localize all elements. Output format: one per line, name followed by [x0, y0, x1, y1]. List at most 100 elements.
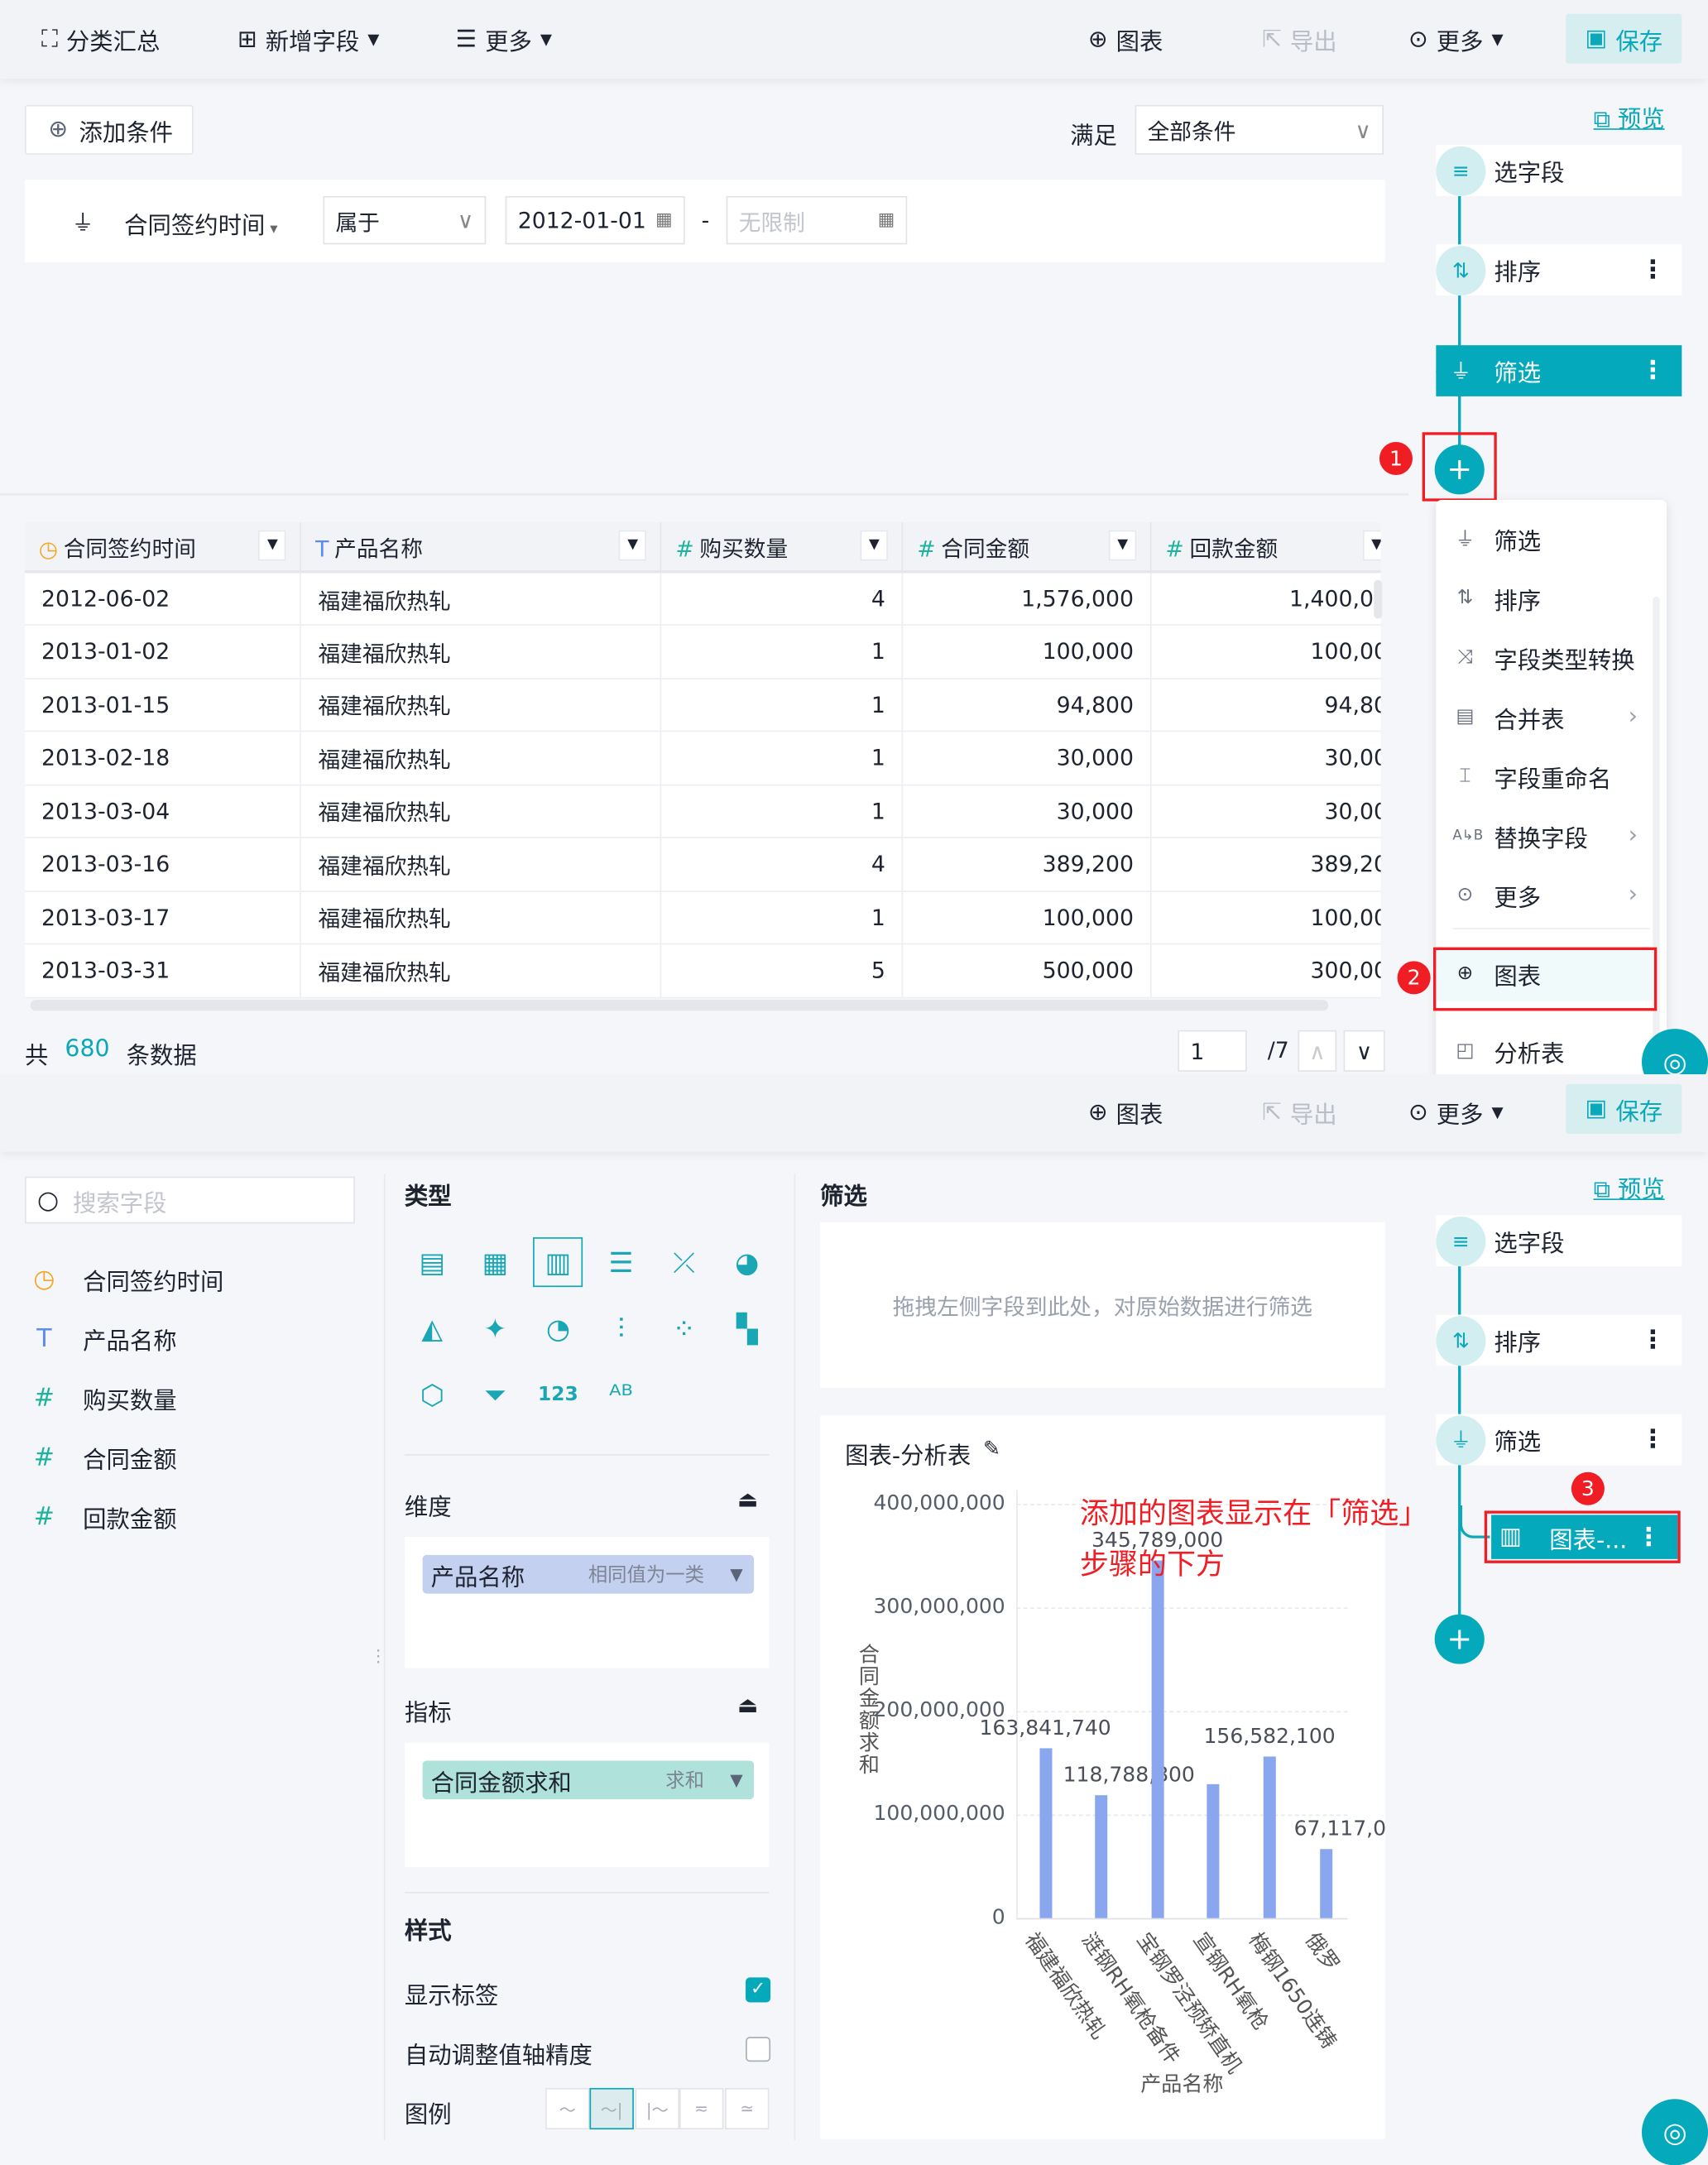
field-item[interactable]: ◷合同签约时间	[31, 1262, 223, 1296]
add-step-button[interactable]: +	[1434, 1614, 1485, 1664]
step-sort[interactable]: ⇅排序⋮	[1436, 244, 1682, 296]
bar[interactable]	[1151, 1559, 1164, 1918]
pie-chart-icon[interactable]: ◕	[735, 1246, 760, 1279]
add-field-button[interactable]: ⊞新增字段▼	[237, 25, 380, 57]
more-vertical-icon[interactable]: ⋮	[1640, 1325, 1666, 1355]
more-vertical-icon[interactable]: ⋮	[1640, 1424, 1666, 1455]
export-button[interactable]: ⇱导出	[1262, 1098, 1337, 1130]
vertical-scrollbar[interactable]	[1374, 579, 1383, 619]
field-item[interactable]: #购买数量	[31, 1381, 177, 1415]
column-header[interactable]: #合同金额▼	[902, 521, 1152, 574]
bar[interactable]	[1263, 1755, 1276, 1918]
chart-button[interactable]: ⊕图表	[1087, 25, 1163, 57]
next-page-button[interactable]: ∨	[1343, 1030, 1385, 1072]
auto-precision-checkbox[interactable]	[746, 2037, 771, 2062]
operator-select[interactable]: 属于∨	[323, 195, 487, 245]
column-header[interactable]: ◷合同签约时间▼	[25, 521, 302, 574]
preview-link[interactable]: ⧉ 预览	[1593, 106, 1665, 134]
column-chart-icon[interactable]: ▥	[533, 1237, 583, 1288]
chart-button[interactable]: ⊕图表	[1087, 1098, 1163, 1130]
menu-item-chart[interactable]: ⊕图表	[1436, 945, 1658, 1001]
line-chart-icon[interactable]: ⤫	[673, 1246, 695, 1279]
step-chart[interactable]: ▥图表-...⋮	[1491, 1515, 1678, 1559]
gauge-icon[interactable]: ◔	[545, 1312, 570, 1346]
resize-handle[interactable]: ⋮	[370, 1645, 387, 1666]
start-date-input[interactable]: 2012-01-01▦	[505, 195, 685, 245]
menu-scrollbar[interactable]	[1653, 596, 1660, 1067]
table-icon[interactable]: ▤	[419, 1246, 446, 1279]
page-input[interactable]: 1	[1178, 1030, 1247, 1072]
more-vertical-icon[interactable]: ⋮	[1636, 1522, 1662, 1552]
column-header[interactable]: #回款金额▼	[1150, 521, 1381, 574]
save-button[interactable]: ▣保存	[1566, 13, 1682, 64]
customer-service-button[interactable]: ◎	[1641, 2099, 1708, 2165]
step-filter[interactable]: ⏚筛选⋮	[1436, 1414, 1682, 1466]
kpi-icon[interactable]: 123	[538, 1383, 578, 1406]
column-menu-icon[interactable]: ▼	[860, 529, 889, 560]
add-step-button[interactable]: +	[1434, 444, 1485, 495]
field-item[interactable]: #回款金额	[31, 1500, 177, 1534]
column-header[interactable]: #购买数量▼	[660, 521, 904, 574]
column-menu-icon[interactable]: ▼	[1362, 529, 1381, 560]
combo-chart-icon[interactable]: ⫶	[617, 1312, 625, 1346]
step-filter[interactable]: ⏚筛选⋮	[1436, 345, 1682, 396]
clear-icon[interactable]: ⏏	[737, 1486, 759, 1513]
show-labels-checkbox[interactable]: ✓	[746, 1977, 771, 2003]
legend-right-button[interactable]: 〜|	[589, 2087, 634, 2129]
dimension-pill[interactable]: 产品名称相同值为一类▼	[422, 1554, 755, 1594]
legend-none-button[interactable]: 〜	[545, 2087, 590, 2129]
more-vertical-icon[interactable]: ⋮	[1640, 255, 1666, 285]
clear-icon[interactable]: ⏏	[737, 1692, 759, 1718]
bar[interactable]	[1207, 1783, 1220, 1918]
map-icon[interactable]: ✦	[483, 1312, 507, 1346]
bar[interactable]	[1095, 1795, 1108, 1918]
menu-item-sort[interactable]: ⇅排序	[1436, 570, 1657, 626]
step-sort[interactable]: ⇅排序⋮	[1436, 1314, 1682, 1366]
column-menu-icon[interactable]: ▼	[1108, 529, 1137, 560]
bar-chart-icon[interactable]: ☰	[608, 1246, 634, 1279]
legend-bottom-button[interactable]: ≃	[725, 2087, 770, 2129]
area-chart-icon[interactable]: ◭	[421, 1312, 444, 1346]
menu-item-type-convert[interactable]: ⤨字段类型转换	[1436, 630, 1657, 685]
funnel-icon[interactable]: ⏷	[484, 1378, 506, 1412]
column-menu-icon[interactable]: ▼	[618, 529, 647, 560]
satisfy-select[interactable]: 全部条件∨	[1135, 104, 1384, 155]
save-button[interactable]: ▣保存	[1566, 1083, 1682, 1134]
more-left-button[interactable]: ☰更多▼	[455, 25, 552, 57]
field-search-input[interactable]: ○搜索字段	[25, 1176, 355, 1224]
treemap-icon[interactable]: ▚	[736, 1312, 758, 1346]
caret-down-icon[interactable]: ▼	[730, 1770, 743, 1790]
step-select-fields[interactable]: ≡选字段	[1436, 1215, 1682, 1267]
cross-table-icon[interactable]: ▦	[482, 1246, 509, 1279]
column-menu-icon[interactable]: ▼	[258, 529, 287, 560]
menu-item-more[interactable]: ⊙更多›	[1436, 867, 1657, 923]
edit-icon[interactable]: ✎	[983, 1436, 1001, 1462]
more-right-button[interactable]: ⊙更多▼	[1408, 25, 1504, 57]
end-date-input[interactable]: 无限制▦	[726, 195, 908, 245]
horizontal-scrollbar[interactable]	[30, 1000, 1329, 1011]
word-cloud-icon[interactable]: ᴬᴮ	[609, 1378, 633, 1412]
scatter-icon[interactable]: ⁘	[672, 1312, 696, 1346]
group-summary-button[interactable]: ⛶分类汇总	[41, 25, 161, 57]
bar[interactable]	[1039, 1748, 1052, 1918]
menu-item-analysis-table[interactable]: ◰分析表	[1436, 1023, 1657, 1078]
menu-item-filter[interactable]: ⏚筛选	[1436, 511, 1657, 566]
preview-link[interactable]: ⧉ 预览	[1593, 1176, 1665, 1205]
more-button[interactable]: ⊙更多▼	[1408, 1098, 1504, 1130]
legend-left-button[interactable]: |〜	[635, 2087, 679, 2129]
legend-top-button[interactable]: ≂	[679, 2087, 724, 2129]
prev-page-button[interactable]: ∧	[1298, 1030, 1337, 1072]
step-select-fields[interactable]: ≡选字段	[1436, 145, 1682, 196]
measure-pill[interactable]: 合同金额求和求和▼	[422, 1760, 755, 1800]
